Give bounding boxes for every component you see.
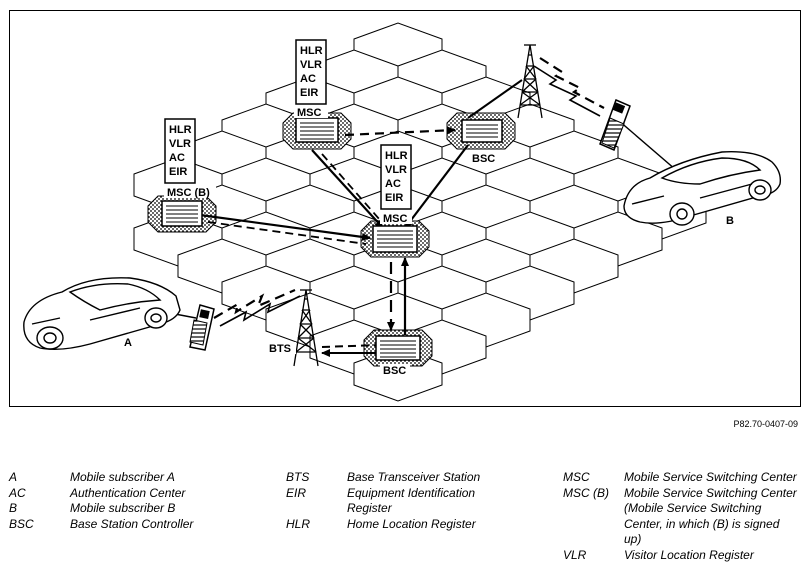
register-box-left: HLR VLR AC EIR (164, 118, 196, 184)
bts-tower-bottom (293, 289, 319, 367)
register-box-top: HLR VLR AC EIR (295, 39, 327, 105)
legend-column-3: MSC Mobile Service Switching Center MSC … (563, 470, 808, 564)
gsm-network-diagram: HLR VLR AC EIR HLR VLR AC EIR HLR VLR AC… (23, 22, 782, 402)
legend-abbr: MSC (B) (563, 485, 609, 500)
legend-desc: Base Transceiver Station (347, 470, 481, 484)
label-msc-top: MSC (297, 107, 322, 119)
legend-desc: Authentication Center (70, 485, 186, 500)
legend-desc: Mobile Service Switching Center (624, 470, 797, 484)
handset-b (599, 98, 631, 152)
msc-top-rack (295, 117, 339, 143)
register-ac: AC (169, 152, 185, 164)
legend-desc: Equipment Identification (347, 485, 476, 500)
legend-desc: Visitor Location Register (624, 547, 754, 562)
legend-abbr: VLR (563, 547, 587, 562)
legend-desc-cont: Register (347, 501, 392, 515)
register-vlr: VLR (169, 138, 191, 150)
connection-lines (111, 57, 691, 357)
diagram-frame (9, 10, 801, 407)
legend-desc-cont: Center, in which (B) is signed (624, 516, 780, 531)
register-eir: EIR (169, 166, 187, 178)
register-hlr: HLR (300, 45, 323, 57)
legend-abbr: BSC (9, 516, 34, 531)
register-hlr: HLR (385, 150, 408, 162)
bsc-bottom-rack (375, 335, 421, 361)
legend-desc: Mobile subscriber B (70, 501, 176, 515)
bsc-top-rack (461, 119, 503, 143)
legend-desc-cont: (Mobile Service Switching (624, 501, 762, 515)
register-vlr: VLR (385, 164, 407, 176)
register-hlr: HLR (169, 124, 192, 136)
legend-abbr: B (9, 501, 18, 515)
register-ac: AC (385, 178, 401, 190)
label-bsc-bottom: BSC (383, 365, 406, 377)
register-eir: EIR (385, 192, 403, 204)
register-ac: AC (300, 73, 316, 85)
label-subscriber-a: A (124, 337, 132, 349)
bts-tower-top (517, 44, 543, 119)
legend-column-2: BTS Base Transceiver Station EIR Equipme… (286, 470, 556, 550)
legend-abbr: MSC (563, 470, 590, 484)
label-bsc-top: BSC (472, 153, 495, 165)
legend-desc-cont: up) (624, 532, 642, 546)
figure-reference: P82.70-0407-09 (733, 419, 798, 429)
register-vlr: VLR (300, 59, 322, 71)
msc-b-rack (161, 200, 203, 227)
label-msc-b: MSC (B) (167, 187, 210, 199)
legend-column-1: A Mobile subscriber A AC Authentication … (9, 470, 279, 550)
legend-abbr: A (9, 470, 18, 484)
legend-abbr: AC (9, 485, 26, 500)
legend-desc: Mobile subscriber A (70, 470, 175, 484)
label-msc-center: MSC (383, 213, 408, 225)
legend-abbr: EIR (286, 485, 307, 500)
label-subscriber-b: B (726, 215, 734, 227)
legend-desc: Mobile Service Switching Center (624, 485, 797, 500)
legend-abbr: HLR (286, 516, 311, 531)
handset-a (189, 304, 215, 351)
label-bts: BTS (269, 343, 291, 355)
msc-center-rack (372, 225, 418, 253)
legend-abbr: BTS (286, 470, 310, 484)
car-b (623, 151, 782, 226)
legend-desc: Base Station Controller (70, 516, 194, 531)
register-box-center: HLR VLR AC EIR (380, 144, 412, 210)
car-a (23, 277, 181, 351)
legend-desc: Home Location Register (347, 516, 476, 531)
register-eir: EIR (300, 87, 318, 99)
